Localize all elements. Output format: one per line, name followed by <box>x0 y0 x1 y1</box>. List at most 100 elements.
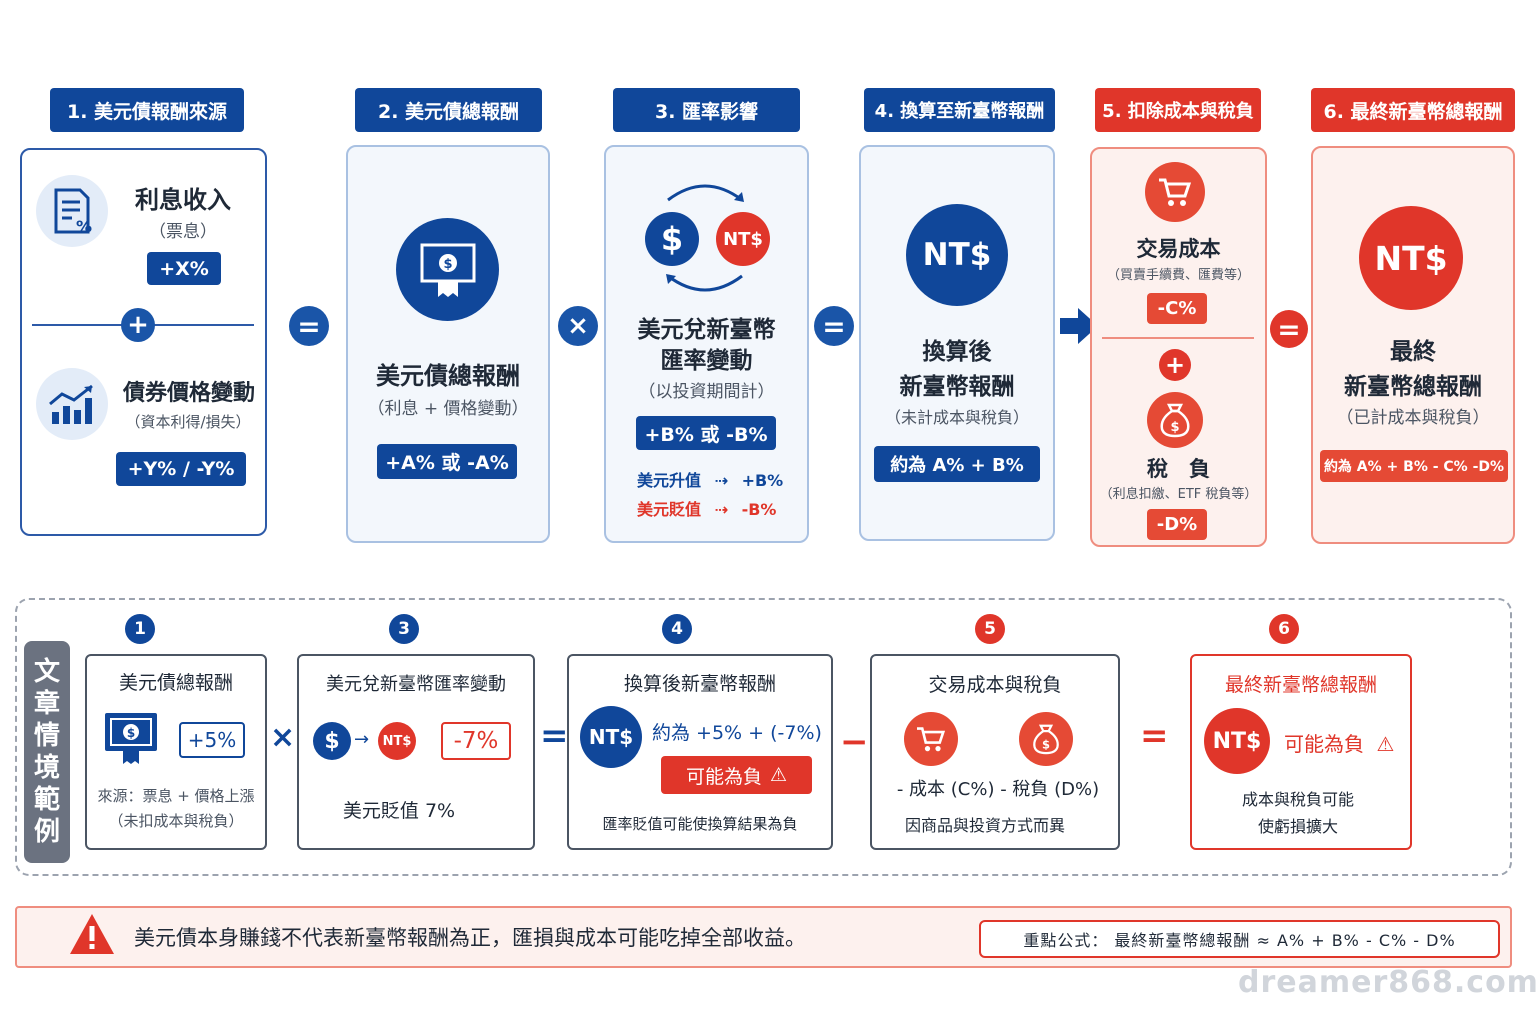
example6-title: 最終新臺幣總報酬 <box>1224 674 1377 696</box>
example5-title: 交易成本與稅負 <box>928 674 1062 696</box>
example1-title: 美元債總報酬 <box>118 672 233 694</box>
growth-chart-icon <box>36 368 108 440</box>
example-label: 文 章 情 境 範 例 <box>24 641 70 863</box>
example1-note2: （未扣成本與稅負） <box>108 812 244 830</box>
equals-operator-2: = <box>814 306 854 346</box>
step3-title-line1: 美元兌新臺幣 <box>637 317 776 343</box>
svg-text:$: $ <box>1170 420 1179 435</box>
step4-sub: （未計成本與稅負） <box>884 408 1029 427</box>
step6-title-line2: 新臺幣總報酬 <box>1344 374 1482 400</box>
example-label-char: 文 <box>33 657 60 687</box>
ntd-icon: NT$ <box>378 722 416 760</box>
usd-down-label: 美元貶值 <box>637 500 702 519</box>
usd-appreciation-row: 美元升值 ⇢ +B% <box>637 471 784 490</box>
interest-pill: +X% <box>147 252 221 285</box>
exchange-arrows-icon <box>666 184 744 292</box>
example6-note1: 成本與稅負可能 <box>1241 790 1354 809</box>
example1-value: +5% <box>179 722 245 758</box>
equals-operator-1: = <box>289 306 329 346</box>
step6-sub: （已計成本與稅負） <box>1336 408 1490 428</box>
example-step-number-6: 6 <box>1269 614 1299 644</box>
svg-text:%: % <box>76 217 92 236</box>
step5-divider <box>1102 337 1254 339</box>
step6-header: 6. 最終新臺幣總報酬 <box>1311 88 1515 132</box>
ntd-final-icon: NT$ <box>1204 708 1270 774</box>
watermark: dreamer868.com <box>1238 965 1536 1000</box>
example-panel <box>15 598 1512 876</box>
example1-box <box>85 654 267 850</box>
arrow-right-icon: → <box>354 729 370 750</box>
step4-header: 4. 換算至新臺幣報酬 <box>864 88 1055 132</box>
svg-text:$: $ <box>127 726 135 740</box>
example4-badge-text: 可能為負 <box>685 765 762 788</box>
cost-sub: （買賣手續費、匯費等） <box>1106 268 1250 283</box>
warning-icon: ⚠ <box>769 764 788 786</box>
usd-icon: $ <box>313 722 351 760</box>
warning-text: 美元債本身賺錢不代表新臺幣報酬為正，匯損與成本可能吃掉全部收益。 <box>134 926 806 950</box>
money-bag-icon: $ <box>1147 392 1203 448</box>
example4-title: 換算後新臺幣報酬 <box>623 673 776 695</box>
ntd-result-icon: NT$ <box>580 706 642 768</box>
tax-pill: -D% <box>1147 509 1207 540</box>
step2-header: 2. 美元債總報酬 <box>355 88 542 132</box>
bond-certificate-icon: $ <box>396 218 499 321</box>
step3-header: 3. 匯率影響 <box>613 88 800 132</box>
example-step-number-1: 1 <box>125 614 155 644</box>
tax-sub: （利息扣繳、ETF 稅負等） <box>1099 487 1258 502</box>
example-label-char: 情 <box>33 721 60 751</box>
usd-up-label: 美元升值 <box>637 471 702 490</box>
example3-title: 美元兌新臺幣匯率變動 <box>326 674 506 695</box>
example-step-number-3: 3 <box>389 614 419 644</box>
shopping-cart-icon <box>904 712 958 766</box>
price-title: 債券價格變動 <box>122 381 255 406</box>
money-bag-icon: $ <box>1019 712 1073 766</box>
times-operator: × <box>558 306 598 346</box>
example-label-char: 範 <box>33 785 60 815</box>
usd-icon: $ <box>645 212 699 266</box>
plus-operator: + <box>121 308 155 342</box>
equals-operator-example-1: = <box>540 716 569 756</box>
minus-operator-example: − <box>840 722 869 762</box>
example5-terms: - 成本 (C%) - 稅負 (D%) <box>896 779 1100 800</box>
step2-pill: +A% 或 -A% <box>377 444 517 479</box>
step2-box <box>346 145 550 543</box>
equals-operator-3: = <box>1270 310 1308 348</box>
example4-calculation: 約為 +5% + (-7%) <box>652 722 822 744</box>
example-step-number-5: 5 <box>975 614 1005 644</box>
step1-header: 1. 美元債報酬來源 <box>50 88 244 132</box>
equals-operator-example-2: = <box>1140 716 1169 756</box>
cost-pill: -C% <box>1147 293 1207 324</box>
step3-box <box>604 145 809 543</box>
usd-depreciation-row: 美元貶值 ⇢ -B% <box>637 500 777 519</box>
step3-title-line2: 匯率變動 <box>660 348 753 374</box>
example6-badge: 可能為負 ⚠ <box>1284 728 1394 757</box>
shopping-cart-icon <box>1145 162 1205 222</box>
coupon-document-icon: % <box>36 175 108 247</box>
step2-sub: （利息 + 價格變動） <box>367 399 529 419</box>
interest-title: 利息收入 <box>135 186 231 214</box>
example3-value: -7% <box>441 722 511 760</box>
step5-header: 5. 扣除成本與稅負 <box>1095 88 1261 132</box>
step3-pill: +B% 或 -B% <box>636 416 776 450</box>
example3-note: 美元貶值 7% <box>342 800 456 822</box>
step4-title-line2: 新臺幣報酬 <box>899 374 1015 400</box>
ntd-final-icon: NT$ <box>1359 206 1463 310</box>
step6-pill: 約為 A% + B% - C% -D% <box>1320 450 1508 482</box>
bond-certificate-icon: $ <box>102 710 160 764</box>
usd-down-value: -B% <box>741 500 777 519</box>
example5-note: 因商品與投資方式而異 <box>904 816 1065 835</box>
example-step-number-4: 4 <box>662 614 692 644</box>
usd-up-value: +B% <box>741 471 784 490</box>
svg-text:$: $ <box>443 257 452 272</box>
ntd-result-icon: NT$ <box>906 204 1008 306</box>
ntd-icon: NT$ <box>716 212 770 266</box>
example1-note1: 來源：票息 + 價格上漲 <box>97 787 255 805</box>
price-pill: +Y% / -Y% <box>116 452 246 486</box>
cost-title: 交易成本 <box>1136 237 1221 261</box>
arrow-right-icon <box>1060 308 1098 344</box>
step4-pill: 約為 A% + B% <box>874 446 1040 482</box>
step6-title-line1: 最終 <box>1390 339 1436 365</box>
tax-title: 稅 負 <box>1147 457 1210 481</box>
times-operator-example: × <box>270 720 296 755</box>
example-label-char: 章 <box>33 689 60 719</box>
